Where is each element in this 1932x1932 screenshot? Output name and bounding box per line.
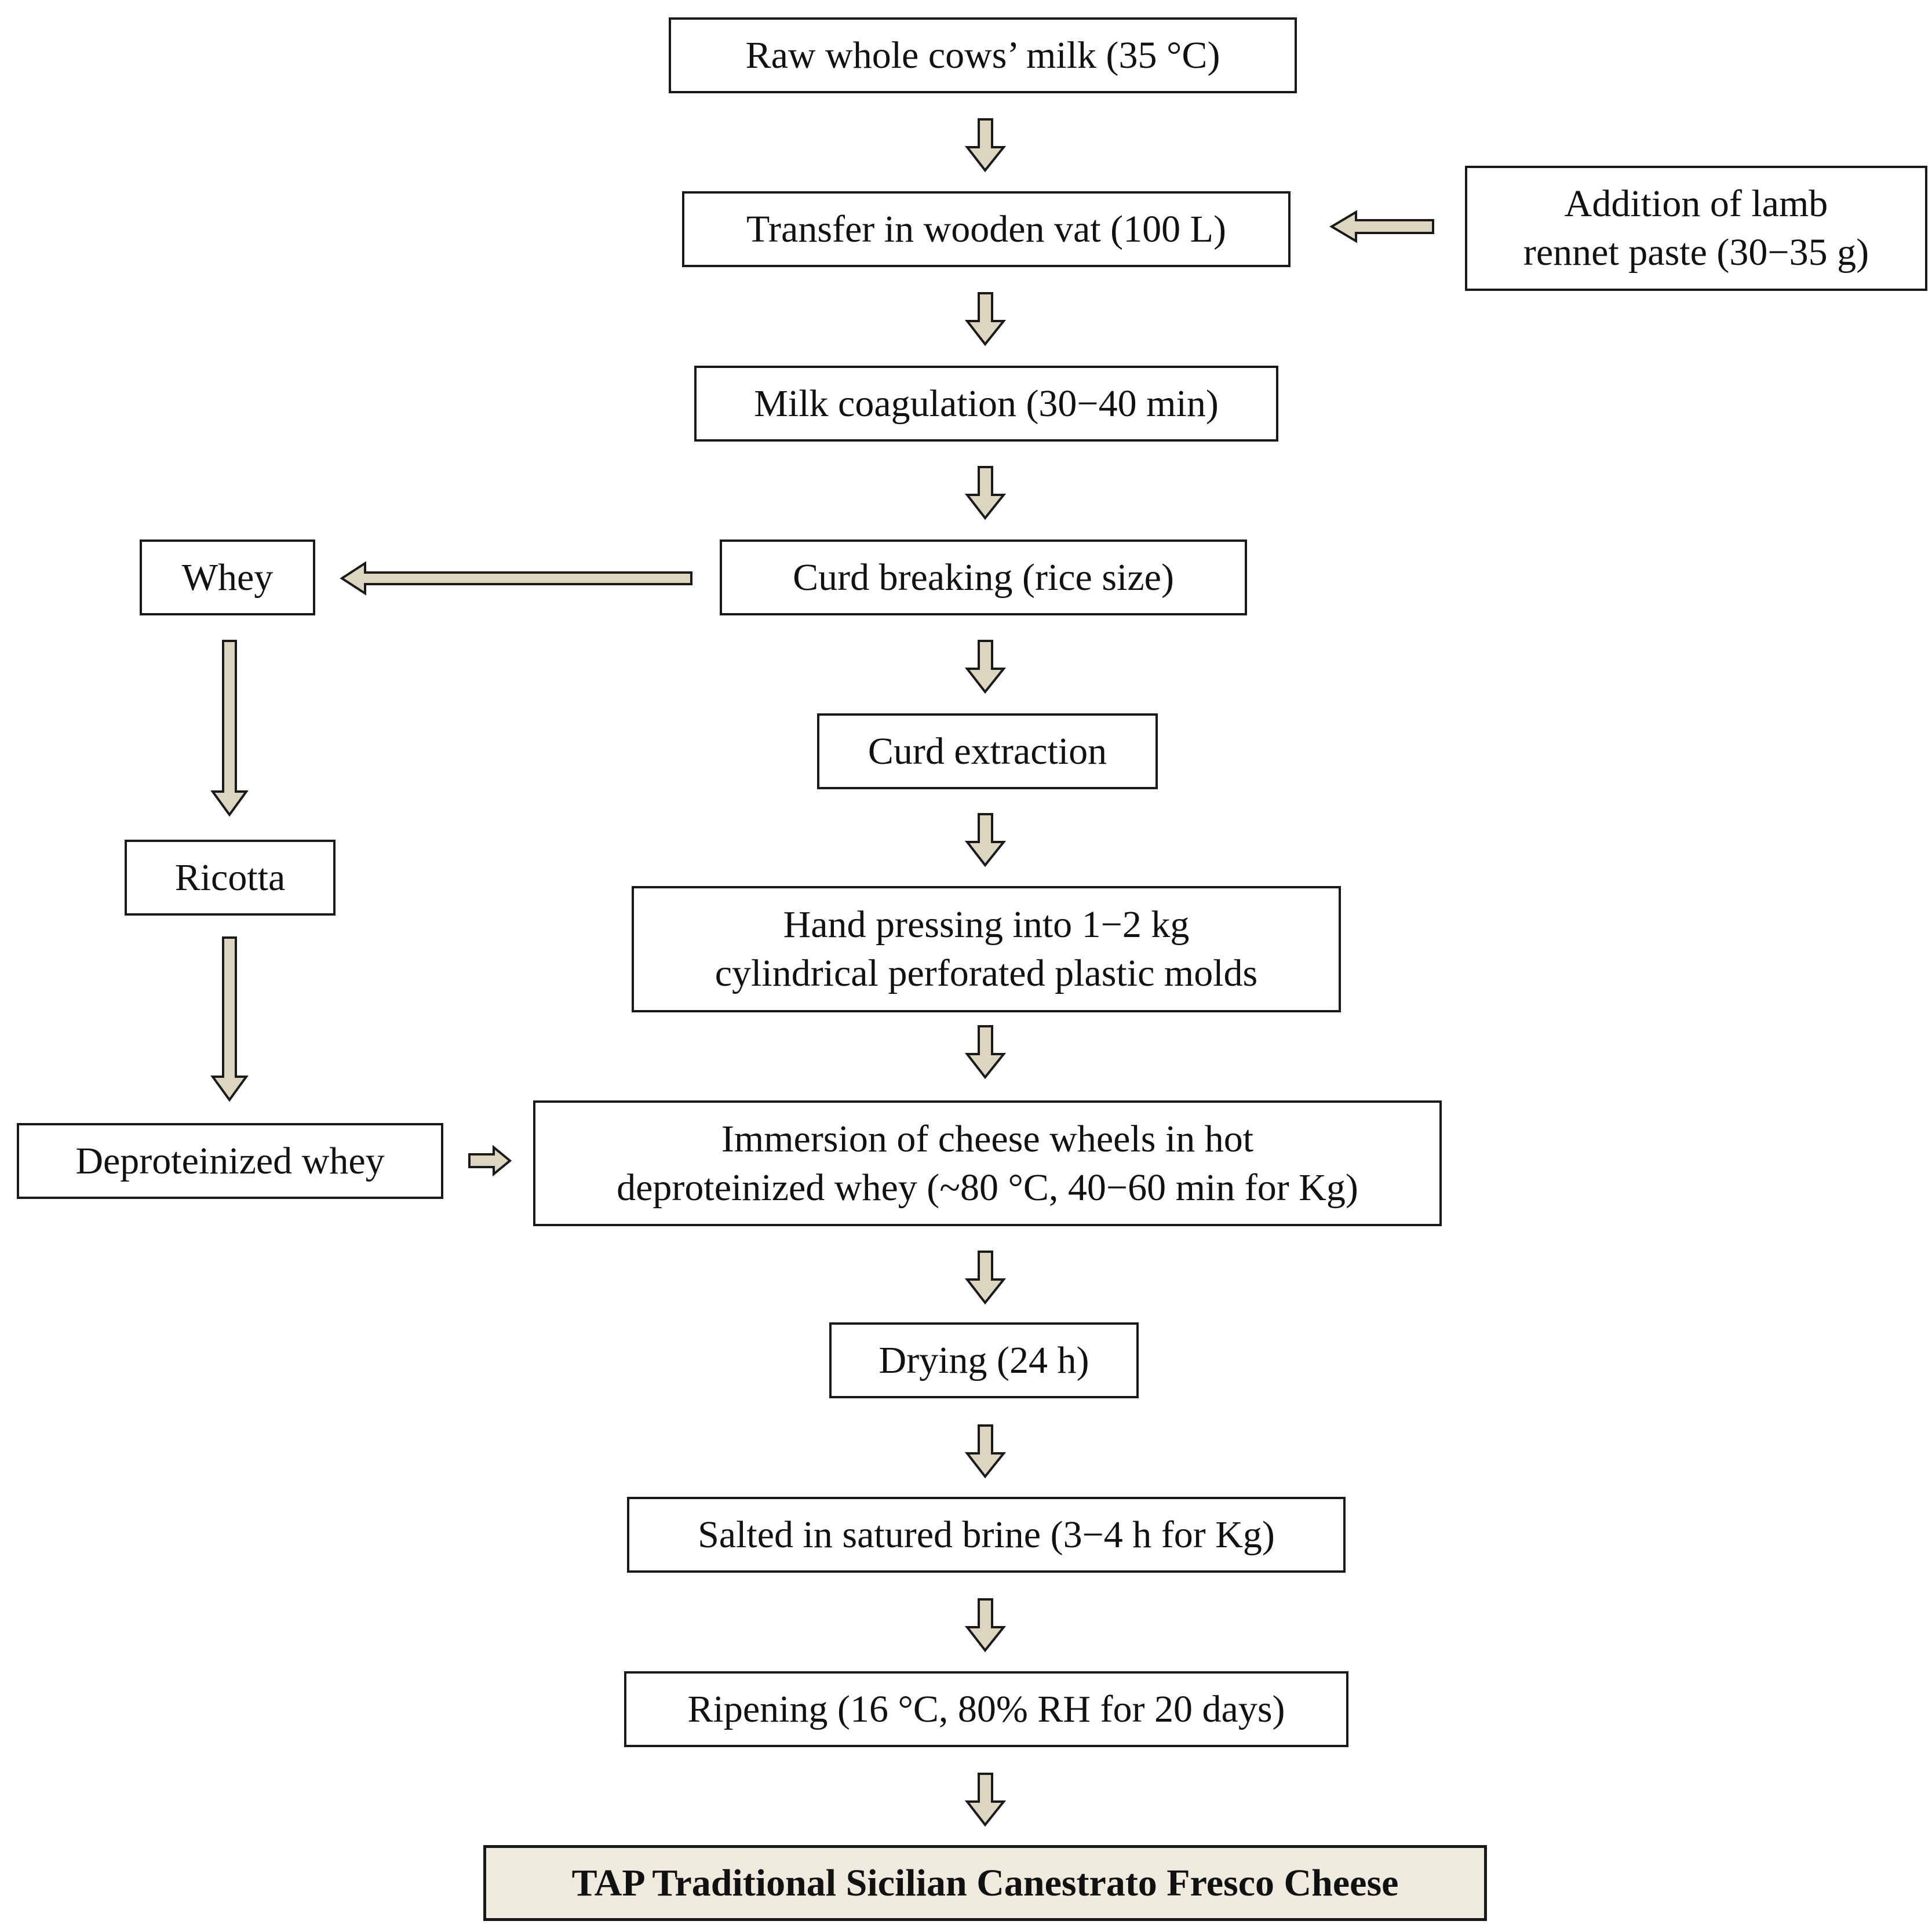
step-transfer-label: Transfer in wooden vat (100 L) — [746, 207, 1226, 250]
arrow-deproteinized-to-immersion — [468, 1144, 512, 1177]
arrow-down-3 — [964, 466, 1007, 520]
arrow-down-8 — [964, 1424, 1007, 1479]
final-product-label: TAP Traditional Sicilian Canestrato Fres… — [571, 1861, 1399, 1904]
step-ripening: Ripening (16 °C, 80% RH for 20 days) — [624, 1671, 1348, 1747]
arrow-down-2 — [964, 292, 1007, 347]
step-curd-breaking: Curd breaking (rice size) — [720, 539, 1247, 615]
side-input-rennet: Addition of lamb rennet paste (30−35 g) — [1465, 166, 1927, 291]
byproduct-deproteinized-whey-label: Deproteinized whey — [75, 1139, 385, 1182]
immersion-line1: Immersion of cheese wheels in hot — [721, 1117, 1254, 1160]
rennet-label-line2: rennet paste (30−35 g) — [1523, 231, 1869, 274]
arrow-whey-to-ricotta — [210, 640, 249, 817]
step-immersion: Immersion of cheese wheels in hot deprot… — [533, 1100, 1442, 1226]
immersion-line2: deproteinized whey (~80 °C, 40−60 min fo… — [617, 1166, 1358, 1209]
arrow-down-1 — [964, 118, 1007, 173]
step-curd-extraction: Curd extraction — [817, 713, 1158, 789]
arrow-down-6 — [964, 1025, 1007, 1080]
step-coagulation-label: Milk coagulation (30−40 min) — [754, 382, 1219, 425]
byproduct-whey: Whey — [140, 539, 315, 615]
step-curd-breaking-label: Curd breaking (rice size) — [793, 556, 1174, 599]
step-raw-milk-label: Raw whole cows’ milk (35 °C) — [745, 34, 1220, 76]
arrow-down-5 — [964, 813, 1007, 867]
step-ripening-label: Ripening (16 °C, 80% RH for 20 days) — [687, 1687, 1285, 1730]
hand-pressing-line2: cylindrical perforated plastic molds — [715, 952, 1258, 994]
step-transfer: Transfer in wooden vat (100 L) — [682, 191, 1291, 267]
step-hand-pressing: Hand pressing into 1−2 kg cylindrical pe… — [632, 886, 1341, 1012]
arrow-rennet-input — [1329, 210, 1434, 243]
rennet-label-line1: Addition of lamb — [1564, 183, 1828, 225]
arrow-down-10 — [964, 1773, 1007, 1827]
step-drying: Drying (24 h) — [829, 1322, 1139, 1398]
step-coagulation: Milk coagulation (30−40 min) — [694, 366, 1278, 442]
step-salting-label: Salted in satured brine (3−4 h for Kg) — [698, 1513, 1275, 1556]
final-product: TAP Traditional Sicilian Canestrato Fres… — [483, 1845, 1487, 1921]
arrow-down-4 — [964, 640, 1007, 694]
hand-pressing-line1: Hand pressing into 1−2 kg — [783, 903, 1190, 946]
step-raw-milk: Raw whole cows’ milk (35 °C) — [669, 17, 1297, 93]
arrow-whey-output — [340, 561, 692, 596]
byproduct-whey-label: Whey — [181, 556, 274, 599]
step-curd-extraction-label: Curd extraction — [867, 730, 1107, 772]
arrow-ricotta-to-deproteinized — [210, 936, 249, 1102]
step-salting: Salted in satured brine (3−4 h for Kg) — [627, 1497, 1346, 1573]
byproduct-ricotta-label: Ricotta — [174, 856, 286, 899]
byproduct-ricotta: Ricotta — [125, 840, 336, 916]
arrow-down-7 — [964, 1251, 1007, 1305]
arrow-down-9 — [964, 1598, 1007, 1653]
step-drying-label: Drying (24 h) — [878, 1339, 1089, 1381]
byproduct-deproteinized-whey: Deproteinized whey — [17, 1123, 443, 1199]
